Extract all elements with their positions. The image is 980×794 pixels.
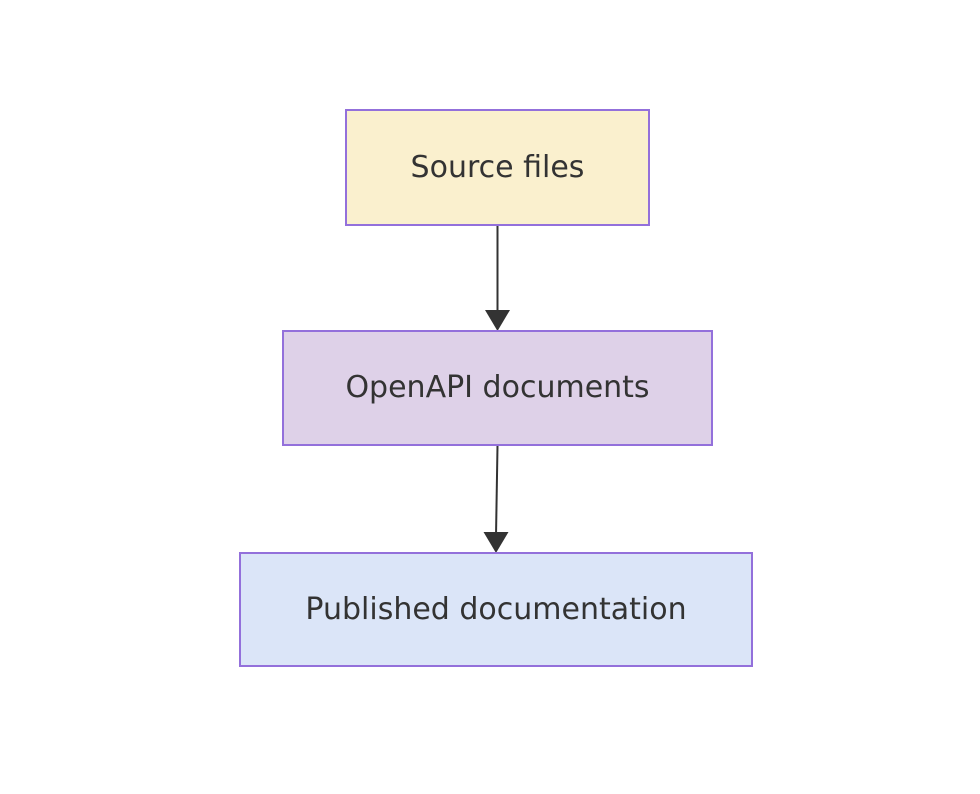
node-source-files-label: Source files xyxy=(410,149,585,185)
node-published-documentation-label: Published documentation xyxy=(305,591,687,627)
node-openapi-documents-label: OpenAPI documents xyxy=(345,370,650,405)
node-openapi-documents: OpenAPI documents xyxy=(282,330,713,446)
edge-line-1 xyxy=(495,445,499,537)
node-source-files: Source files xyxy=(345,109,650,226)
edge-arrowhead-0 xyxy=(485,310,510,331)
edge-arrowhead-1 xyxy=(483,532,509,553)
node-published-documentation: Published documentation xyxy=(239,552,753,667)
